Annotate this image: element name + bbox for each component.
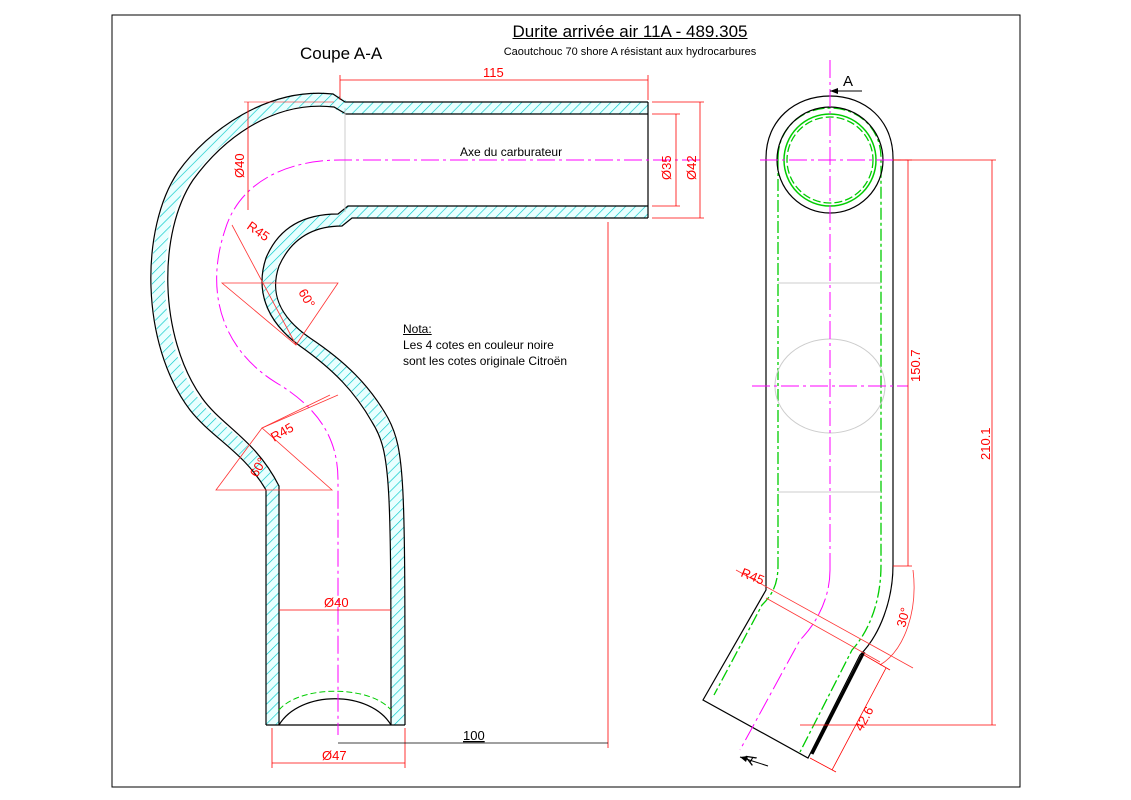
hose-wall-hatch-inner xyxy=(261,205,648,726)
section-mark-bottom: A xyxy=(741,751,761,768)
dim-phi42: Ø42 xyxy=(684,155,699,180)
dim-phi40-bottom: Ø40 xyxy=(324,595,349,610)
note-heading: Nota: xyxy=(403,322,432,336)
section-view-a-a xyxy=(150,75,704,768)
note-block: Nota: Les 4 cotes en couleur noire sont … xyxy=(403,321,567,369)
note-line-2: sont les cotes originale Citroën xyxy=(403,354,568,368)
dim-30: 30° xyxy=(893,606,913,629)
dim-phi40-top: Ø40 xyxy=(232,153,247,178)
construction-triangle-bottom xyxy=(215,427,334,491)
dim-phi47: Ø47 xyxy=(322,748,347,763)
drawing-border xyxy=(111,14,1021,788)
drawing-subtitle: Caoutchouc 70 shore A résistant aux hydr… xyxy=(503,46,757,58)
section-mark-top: A xyxy=(843,73,853,90)
section-label: Coupe A-A xyxy=(300,44,383,63)
dim-phi35: Ø35 xyxy=(659,155,674,180)
side-view xyxy=(702,60,996,773)
hose-wall-hatch xyxy=(151,92,648,725)
dim-r45-top: R45 xyxy=(244,218,272,244)
side-view-outline xyxy=(702,95,894,759)
dim-210-1: 210.1 xyxy=(978,427,993,460)
hose-outer-outline xyxy=(150,92,648,725)
dim-100: 100 xyxy=(463,728,485,743)
dim-115: 115 xyxy=(483,65,504,80)
hose-outer-outline-2 xyxy=(275,217,648,726)
hose-inner-outline xyxy=(167,105,648,725)
construction-triangle-top xyxy=(220,282,339,346)
dim-42-6: 42.6 xyxy=(851,704,876,733)
centerline-left xyxy=(216,159,700,735)
drawing-title: Durite arrivée air 11A - 489.305 xyxy=(512,22,748,41)
dimension-texts: 115 Ø35 Ø42 Ø40 R45 60° R45 60° Ø40 Ø47 … xyxy=(232,65,993,763)
hose-inner-outline-2 xyxy=(261,205,648,726)
note-line-1: Les 4 cotes en couleur noire xyxy=(403,338,554,352)
dim-150-7: 150.7 xyxy=(908,349,923,382)
axis-label: Axe du carburateur xyxy=(460,145,562,159)
dim-60-top: 60° xyxy=(295,286,318,311)
